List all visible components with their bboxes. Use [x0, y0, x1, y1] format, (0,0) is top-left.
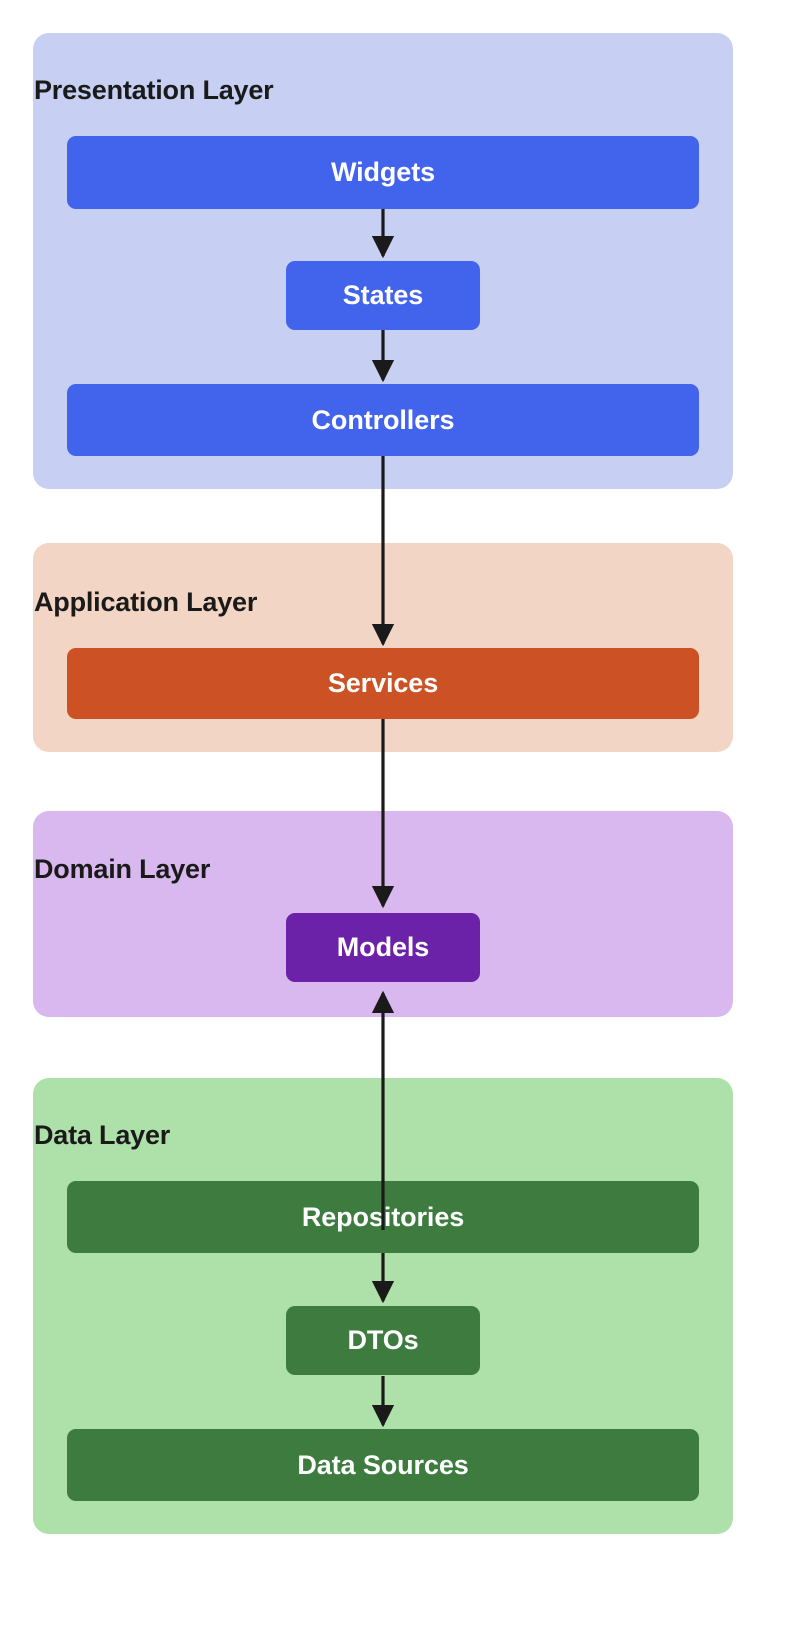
component-models[interactable]: Models: [286, 913, 480, 982]
component-label-widgets: Widgets: [330, 157, 436, 187]
component-label-repositories: Repositories: [301, 1201, 465, 1232]
layer-title-application: Application Layer: [34, 587, 258, 617]
component-data-sources[interactable]: Data Sources: [67, 1429, 699, 1501]
component-states[interactable]: States: [286, 261, 480, 330]
component-label-dtos: DTOs: [347, 1325, 419, 1355]
component-services[interactable]: Services: [67, 648, 699, 719]
component-label-states: States: [342, 280, 424, 310]
component-label-controllers: Controllers: [311, 404, 455, 435]
layer-title-presentation: Presentation Layer: [34, 75, 274, 105]
layer-title-domain: Domain Layer: [34, 854, 211, 884]
component-dtos[interactable]: DTOs: [286, 1306, 480, 1375]
component-widgets[interactable]: Widgets: [67, 136, 699, 209]
component-label-data-sources: Data Sources: [297, 1449, 469, 1480]
component-repositories[interactable]: Repositories: [67, 1181, 699, 1253]
component-label-models: Models: [336, 932, 430, 962]
component-controllers[interactable]: Controllers: [67, 384, 699, 456]
layer-title-data: Data Layer: [34, 1120, 171, 1150]
component-label-services: Services: [327, 668, 439, 698]
